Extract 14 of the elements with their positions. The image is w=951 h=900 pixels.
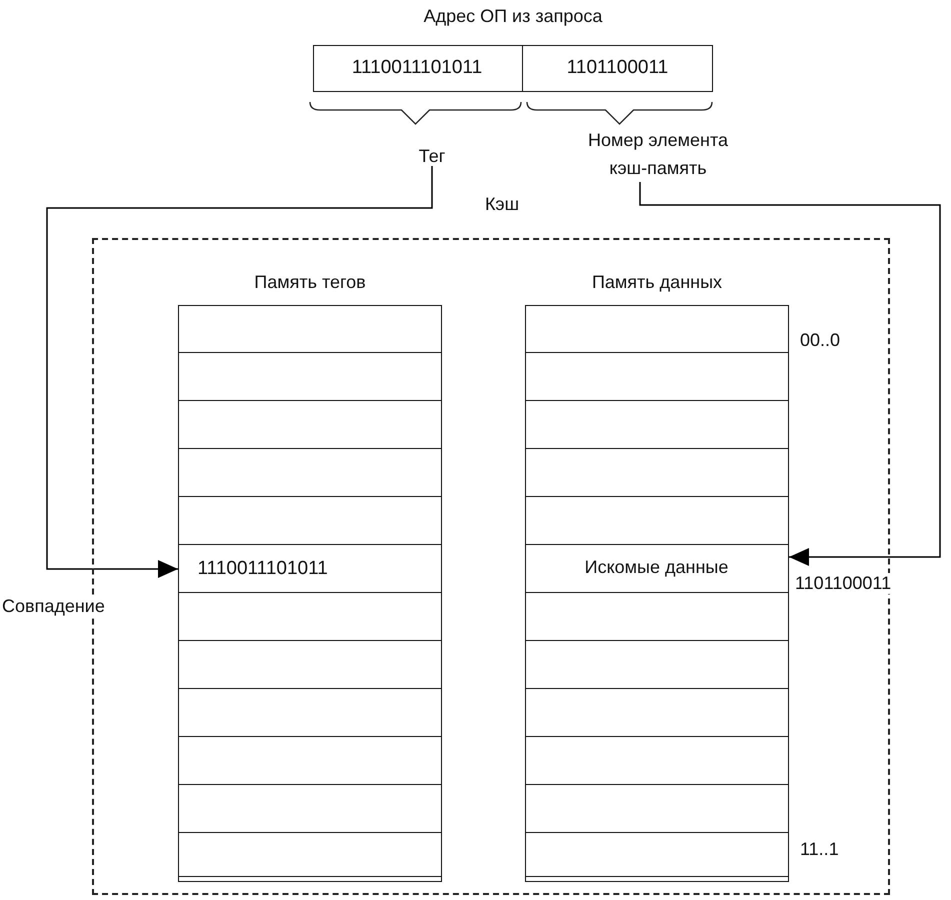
register-title: Адрес ОП из запроса: [422, 6, 604, 27]
address-bits: 1110011101011: [350, 56, 484, 78]
tag-value: 1110011101011: [198, 558, 328, 580]
address-bits: 1101100011: [566, 56, 670, 78]
edge-label: Совпадение: [0, 596, 107, 617]
row-address: 11..1: [800, 839, 839, 860]
row-address: 00..0: [800, 330, 840, 351]
connector-arrow: [46, 166, 433, 578]
connector-arrow: [639, 182, 941, 566]
edge-label: 1101100011: [793, 573, 894, 594]
cache-title: Кэш: [484, 194, 520, 215]
data-value: Искомые данные: [584, 556, 730, 578]
memory-title: Память данных: [590, 272, 724, 293]
memory-title: Память тегов: [253, 272, 367, 293]
